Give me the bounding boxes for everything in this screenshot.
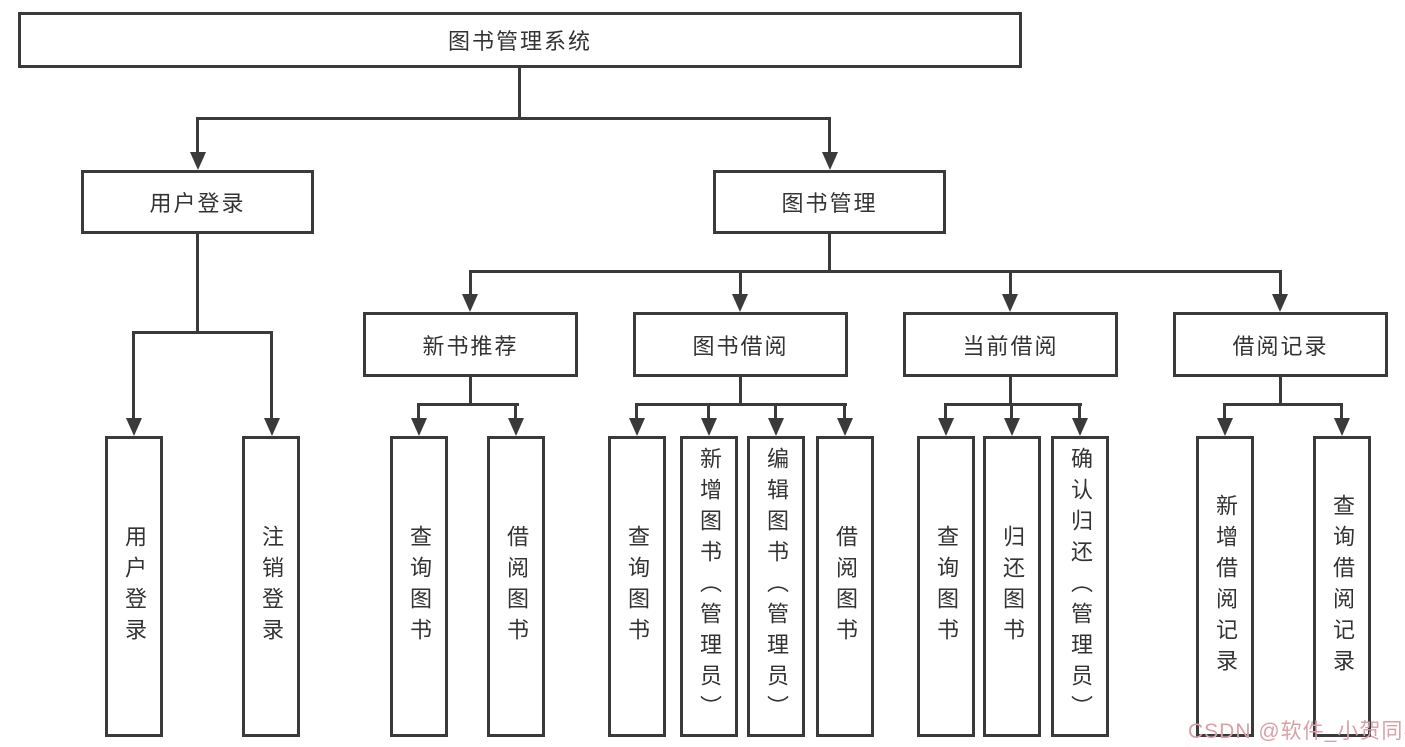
connector-line <box>828 234 831 272</box>
leaf-label: 归还图书 <box>1000 524 1025 649</box>
leaf-label: 用户登录 <box>122 524 147 649</box>
connector-line <box>196 120 199 152</box>
arrowhead-down-icon <box>1002 294 1018 312</box>
connector-line <box>132 334 135 418</box>
connector-line <box>196 234 199 333</box>
leaf-confirm-return-admin: 确认归还（管理员） <box>1051 436 1109 737</box>
connector-line <box>944 403 1082 406</box>
leaf-label: 确认归还（管理员） <box>1068 447 1093 726</box>
leaf-search-borrow-record: 查询借阅记录 <box>1313 436 1371 737</box>
leaf-edit-books-admin: 编辑图书（管理员） <box>747 436 805 737</box>
connector-line <box>1223 406 1226 418</box>
leaf-logout: 注销登录 <box>242 436 300 737</box>
node-book-management: 图书管理 <box>713 170 946 234</box>
arrowhead-down-icon <box>1272 294 1288 312</box>
leaf-search-books-current: 查询图书 <box>917 436 975 737</box>
leaf-borrow-books: 借阅图书 <box>816 436 874 737</box>
arrowhead-down-icon <box>411 418 427 436</box>
connector-line <box>635 403 847 406</box>
connector-line <box>518 68 521 118</box>
leaf-search-books-recommend: 查询图书 <box>390 436 448 737</box>
connector-line <box>514 406 517 418</box>
arrowhead-down-icon <box>768 418 784 436</box>
connector-line <box>1340 406 1343 418</box>
connector-line <box>774 406 777 418</box>
leaf-label: 查询图书 <box>407 524 432 649</box>
connector-line <box>196 117 831 120</box>
connector-line <box>132 331 273 334</box>
arrowhead-down-icon <box>1217 418 1233 436</box>
connector-line <box>707 406 710 418</box>
node-book-borrow: 图书借阅 <box>633 312 848 377</box>
leaf-label: 借阅图书 <box>504 524 529 649</box>
connector-line <box>739 377 742 405</box>
leaf-label: 查询图书 <box>934 524 959 649</box>
connector-line <box>270 334 273 418</box>
leaf-label: 查询图书 <box>625 524 650 649</box>
arrowhead-down-icon <box>822 152 838 170</box>
connector-line <box>1279 273 1282 294</box>
connector-line <box>944 406 947 418</box>
connector-line <box>417 403 519 406</box>
connector-line <box>469 377 472 405</box>
leaf-label: 借阅图书 <box>833 524 858 649</box>
node-current-borrow: 当前借阅 <box>903 312 1118 377</box>
arrowhead-down-icon <box>264 418 280 436</box>
arrowhead-down-icon <box>1072 418 1088 436</box>
arrowhead-down-icon <box>938 418 954 436</box>
connector-line <box>1010 406 1013 418</box>
connector-line <box>469 273 472 294</box>
connector-line <box>417 406 420 418</box>
leaf-label: 注销登录 <box>259 524 284 649</box>
connector-line <box>1279 377 1282 405</box>
connector-line <box>1223 403 1343 406</box>
leaf-borrow-books-recommend: 借阅图书 <box>487 436 545 737</box>
node-root: 图书管理系统 <box>18 12 1022 68</box>
connector-line <box>843 406 846 418</box>
connector-line <box>1009 273 1012 294</box>
leaf-return-books: 归还图书 <box>983 436 1041 737</box>
leaf-label: 新增借阅记录 <box>1213 493 1238 680</box>
node-borrow-records: 借阅记录 <box>1173 312 1388 377</box>
connector-line <box>1078 406 1081 418</box>
connector-line <box>739 273 742 294</box>
arrowhead-down-icon <box>701 418 717 436</box>
arrowhead-down-icon <box>190 152 206 170</box>
leaf-add-borrow-record: 新增借阅记录 <box>1196 436 1254 737</box>
leaf-label: 查询借阅记录 <box>1330 493 1355 680</box>
leaf-search-books-borrow: 查询图书 <box>608 436 666 737</box>
arrowhead-down-icon <box>732 294 748 312</box>
arrowhead-down-icon <box>462 294 478 312</box>
arrowhead-down-icon <box>1334 418 1350 436</box>
leaf-label: 新增图书（管理员） <box>697 447 722 726</box>
arrowhead-down-icon <box>629 418 645 436</box>
arrowhead-down-icon <box>126 418 142 436</box>
arrowhead-down-icon <box>1004 418 1020 436</box>
leaf-user-login: 用户登录 <box>105 436 163 737</box>
node-user-login: 用户登录 <box>81 170 314 234</box>
node-new-book-recommend: 新书推荐 <box>363 312 578 377</box>
arrowhead-down-icon <box>508 418 524 436</box>
connector-line <box>635 406 638 418</box>
leaf-add-books-admin: 新增图书（管理员） <box>680 436 738 737</box>
arrowhead-down-icon <box>837 418 853 436</box>
connector-line <box>828 120 831 152</box>
connector-line <box>1009 377 1012 405</box>
watermark: CSDN @软件_小贺同学 <box>1188 720 1405 743</box>
connector-line <box>469 270 1282 273</box>
leaf-label: 编辑图书（管理员） <box>764 447 789 726</box>
